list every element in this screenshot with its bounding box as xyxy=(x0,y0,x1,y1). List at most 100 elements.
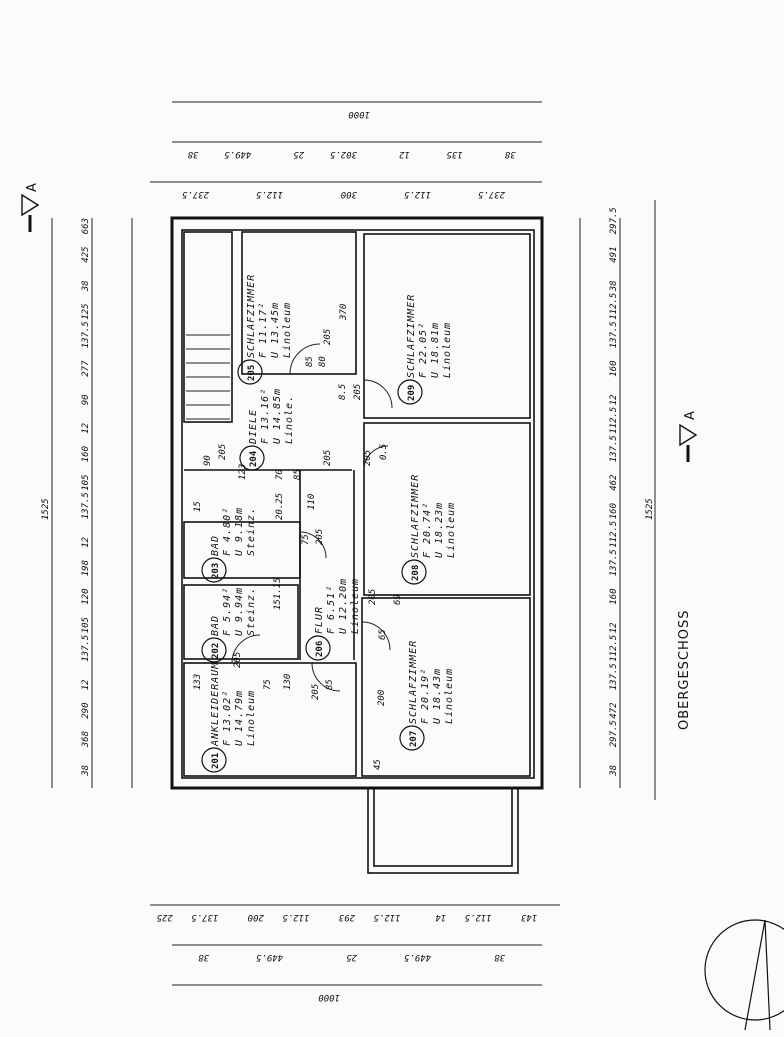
room-wall-207 xyxy=(361,597,531,777)
room-name: SCHLAFZIMMER xyxy=(246,274,257,358)
door-swing xyxy=(361,621,391,651)
dimension-interior: 205 xyxy=(363,450,373,466)
room-number-circle xyxy=(239,445,265,471)
dimension-right-total: 1525 xyxy=(645,498,655,520)
room-area: F 4.80² xyxy=(222,507,233,556)
room-area: F 13.16² xyxy=(260,388,271,444)
room-number-circle xyxy=(237,359,263,385)
door-swing xyxy=(363,445,389,471)
dimension-interior: 65 xyxy=(378,629,388,640)
outer-wall xyxy=(170,216,544,790)
dimension-left: 198 xyxy=(81,560,91,576)
dimension-bottom: 449.5 xyxy=(404,952,431,962)
room-floor: Linoleum xyxy=(350,578,361,634)
room-number-circle xyxy=(201,747,227,773)
dimension-top: 25 xyxy=(293,149,304,159)
room-number-circle xyxy=(305,635,331,661)
dimension-top: 38 xyxy=(505,149,517,159)
room-wall-201 xyxy=(183,662,357,777)
dimension-right: 38 xyxy=(609,280,619,292)
dimension-interior: 8.5 xyxy=(338,384,348,400)
dimension-interior: 133 xyxy=(193,674,203,690)
dimension-left-total: 1525 xyxy=(41,498,51,520)
dimension-right: 112.5 xyxy=(609,521,619,548)
room-perimeter: U 12.20m xyxy=(338,578,349,634)
dimension-top: 112.5 xyxy=(256,189,283,199)
dimension-right: 137.5 xyxy=(609,321,619,348)
dimension-interior: 90 xyxy=(203,455,213,466)
dimension-top: 237.5 xyxy=(478,189,505,199)
dimension-bottom: 38 xyxy=(198,952,210,962)
room-name: BAD xyxy=(210,615,221,636)
room-area: F 5.94² xyxy=(222,587,233,636)
dimension-interior: 69 xyxy=(393,594,403,605)
room-wall-208 xyxy=(363,422,531,596)
dimension-left: 425 xyxy=(81,246,91,262)
north-arrow xyxy=(704,919,784,1031)
dimension-left: 160 xyxy=(81,446,91,462)
room-number: 201 xyxy=(211,753,221,769)
dimension-right: 12 xyxy=(609,622,619,633)
room-perimeter: U 9.94m xyxy=(234,587,245,636)
dimension-interior: 205 xyxy=(323,329,333,345)
door-swing xyxy=(299,531,327,559)
dimension-left: 137.5 xyxy=(81,321,91,348)
room-area: F 11.17² xyxy=(258,302,269,358)
dimension-bottom: 112.5 xyxy=(282,912,309,922)
room-number: 205 xyxy=(247,365,257,381)
dimension-bottom: 143 xyxy=(521,912,537,922)
door-swing xyxy=(231,634,261,664)
dimension-left: 277 xyxy=(81,360,91,377)
dimension-right: 38 xyxy=(609,765,619,777)
dimension-interior: 80 xyxy=(318,356,328,367)
dimension-left: 105 xyxy=(81,617,91,633)
dimension-bottom: 25 xyxy=(346,952,357,962)
inner-wall-line xyxy=(181,229,535,779)
room-perimeter: U 14.79m xyxy=(234,690,245,746)
dimension-top-total: 1000 xyxy=(348,109,370,119)
room-perimeter: U 18.81m xyxy=(430,322,441,378)
section-label-right: A xyxy=(683,410,698,420)
dimension-interior: 85 xyxy=(293,469,303,480)
staircase xyxy=(183,231,233,423)
dimension-top: 112.5 xyxy=(404,189,431,199)
dimension-top: 449.5 xyxy=(224,149,251,159)
room-area: F 6.51² xyxy=(326,585,337,634)
dimension-interior: 151.15 xyxy=(273,577,283,610)
dimension-right: 297.5 xyxy=(609,207,619,234)
dimension-left: 12 xyxy=(81,537,91,548)
dimension-bottom: 200 xyxy=(248,912,264,922)
dimension-left: 368 xyxy=(81,731,91,748)
dimension-right: 160 xyxy=(609,588,619,604)
room-floor: Linoleum xyxy=(282,302,293,358)
dimension-interior: 70 xyxy=(275,469,285,480)
dimension-right: 491 xyxy=(609,246,619,262)
room-wall-205 xyxy=(241,231,357,375)
dimension-interior: 205 xyxy=(315,529,325,545)
dimension-interior: 75 xyxy=(301,534,311,545)
room-area: F 20.74² xyxy=(422,502,433,558)
dimension-left: 105 xyxy=(81,474,91,490)
section-arrow-icon xyxy=(21,193,40,217)
dimension-interior: 370 xyxy=(339,304,349,321)
dimension-right: 472 xyxy=(609,702,619,718)
dimension-labels: 10003813512302.525449.538237.5112.530011… xyxy=(41,109,655,1002)
door-swing xyxy=(311,662,341,692)
dimension-interior: 0.5 xyxy=(379,444,389,460)
dimension-right: 112.5 xyxy=(609,293,619,320)
dimension-lines xyxy=(51,101,656,986)
room-floor: Linoleum xyxy=(444,668,455,724)
dimension-left: 12 xyxy=(81,423,91,434)
dimension-left: 38 xyxy=(81,765,91,777)
dimension-left: 663 xyxy=(81,218,91,234)
dimension-left: 38 xyxy=(81,280,91,292)
dimension-bottom: 112.5 xyxy=(373,912,400,922)
dimension-bottom: 14 xyxy=(435,912,446,922)
dimension-right: 112.5 xyxy=(609,635,619,662)
dimension-right: 462 xyxy=(609,474,619,490)
dimension-interior: 205 xyxy=(233,652,243,668)
dimension-top: 237.5 xyxy=(182,189,209,199)
dimension-interior: 123 xyxy=(238,464,248,480)
